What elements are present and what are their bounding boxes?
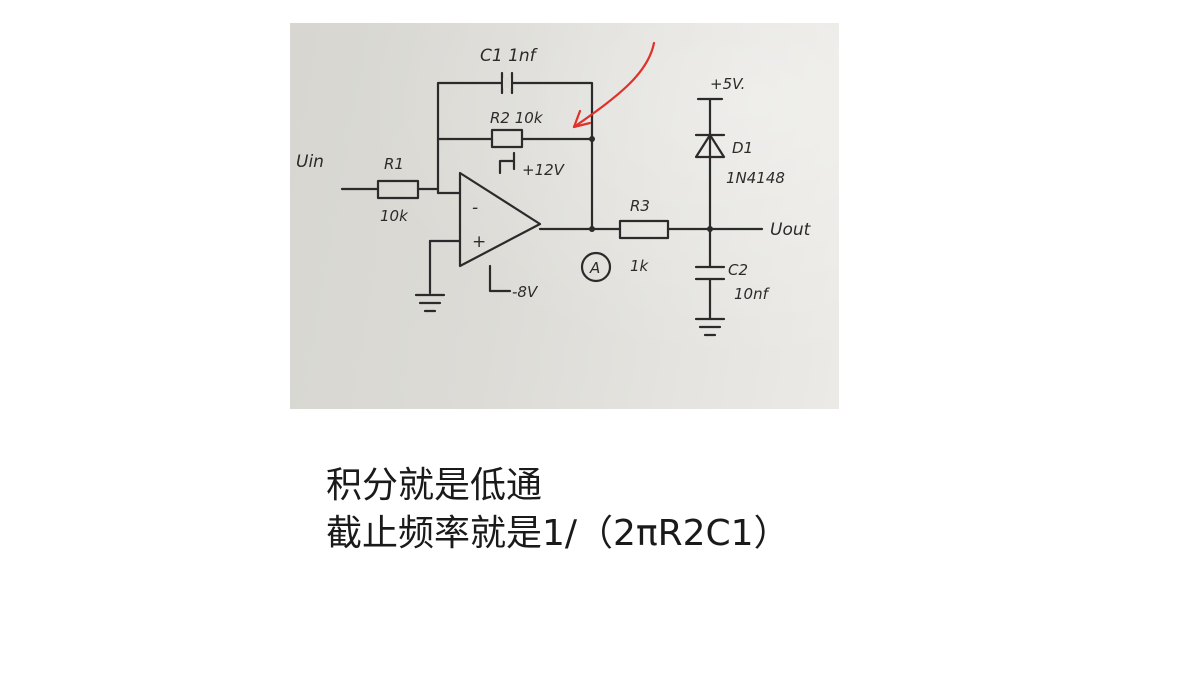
opamp-inputs [428,191,462,243]
output-node-dot [589,226,595,232]
vplus-pin [498,151,516,175]
schematic-diagram: C1 1nf R2 10k Uin R1 10k +12V -8V - + A … [296,41,812,337]
minus-sign-label: - [472,198,478,218]
r2-resistor [490,128,524,149]
supply-label: +5V. [710,75,745,93]
r3-label: R3 [630,197,650,215]
node-a-label: A [589,259,600,277]
r3-resistor [618,219,670,240]
r2-label: R2 10k [490,109,544,127]
d1-label: D1 [732,139,753,157]
r1-resistor [376,179,420,200]
c2-label: C2 [728,261,748,279]
r1-value-label: 10k [380,207,409,225]
opamp-triangle [458,171,542,268]
d1-part-label: 1N4148 [726,169,785,187]
c1-gap [503,78,511,88]
r3-value-label: 1k [630,257,650,275]
r2-node-dot [589,136,595,142]
annotation-arrowhead [572,109,592,129]
c1-capacitor [500,71,514,95]
vout-label: Uout [770,220,812,240]
vplus-label: +12V [522,161,566,179]
vminus-pin [488,264,512,293]
ground-symbol-2 [694,317,726,337]
caption: 积分就是低通 截止频率就是1/（2πR2C1） [326,462,790,558]
vin-label: Uin [296,152,324,172]
plus-sign-label: + [472,232,486,252]
d1-diode [694,133,726,159]
caption-line-2: 截止频率就是1/（2πR2C1） [326,513,790,554]
feedback-left-wire [436,81,594,231]
ground-symbol [414,293,446,313]
c2-capacitor [694,265,726,281]
caption-line-1: 积分就是低通 [326,465,543,506]
c2-value-label: 10nf [734,285,771,303]
r1-label: R1 [384,155,404,173]
node-a-circle [580,251,612,283]
r1-to-opamp-wire [416,187,440,195]
annotation-arrow [572,41,656,129]
vminus-label: -8V [512,283,539,301]
circuit-photo: C1 1nf R2 10k Uin R1 10k +12V -8V - + A … [290,23,839,409]
c1-label: C1 1nf [480,46,539,66]
